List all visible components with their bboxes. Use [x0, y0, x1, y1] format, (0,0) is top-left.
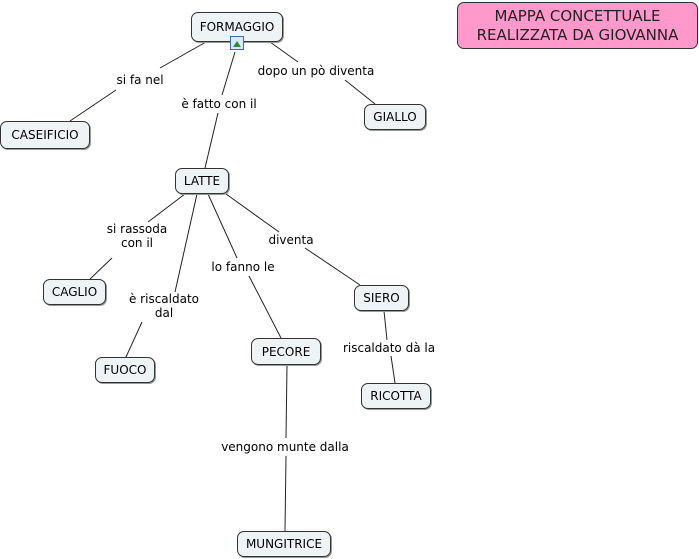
connector [344, 79, 376, 105]
link-si-rassoda[interactable]: si rassoda con il [106, 222, 168, 250]
connector [69, 89, 117, 122]
concept-pecore[interactable]: PECORE [251, 338, 321, 365]
concept-caseificio[interactable]: CASEIFICIO [0, 121, 90, 149]
connector [125, 321, 143, 358]
connector [269, 41, 299, 63]
connector [284, 455, 287, 532]
title-line-2: REALIZZATA DA GIOVANNA [476, 26, 679, 44]
link-riscaldato-dal[interactable]: è riscaldato dal [128, 292, 200, 320]
connector [174, 193, 198, 293]
link-riscaldato-da[interactable]: riscaldato dà la [342, 341, 436, 355]
concept-caglio[interactable]: CAGLIO [43, 279, 106, 305]
link-fatto-con[interactable]: è fatto con il [181, 97, 257, 111]
connector [383, 310, 388, 341]
connector [225, 193, 280, 233]
connector [147, 193, 186, 223]
connector [204, 112, 219, 169]
concept-mungitrice[interactable]: MUNGITRICE [237, 531, 331, 557]
connector [89, 257, 113, 280]
link-vengono-munte[interactable]: vengono munte dalla [221, 440, 349, 454]
concept-ricotta[interactable]: RICOTTA [361, 383, 431, 409]
connector [248, 275, 282, 339]
connector [304, 247, 361, 286]
link-si-fa-nel[interactable]: si fa nel [116, 73, 164, 87]
connector [207, 193, 238, 259]
link-dopo-diventa[interactable]: dopo un pò diventa [257, 64, 375, 78]
title-line-1: MAPPA CONCETTUALE [494, 7, 661, 25]
link-diventa[interactable]: diventa [268, 233, 314, 247]
image-icon[interactable] [230, 36, 244, 50]
link-lo-fanno[interactable]: lo fanno le [211, 260, 275, 274]
concept-fuoco[interactable]: FUOCO [95, 357, 155, 383]
concept-latte[interactable]: LATTE [175, 168, 229, 194]
connector [285, 364, 288, 439]
connector [390, 355, 396, 384]
connector [159, 41, 207, 69]
concept-siero[interactable]: SIERO [354, 285, 409, 311]
connector [221, 51, 236, 96]
map-title: MAPPA CONCETTUALE REALIZZATA DA GIOVANNA [457, 2, 698, 49]
concept-giallo[interactable]: GIALLO [364, 104, 426, 130]
